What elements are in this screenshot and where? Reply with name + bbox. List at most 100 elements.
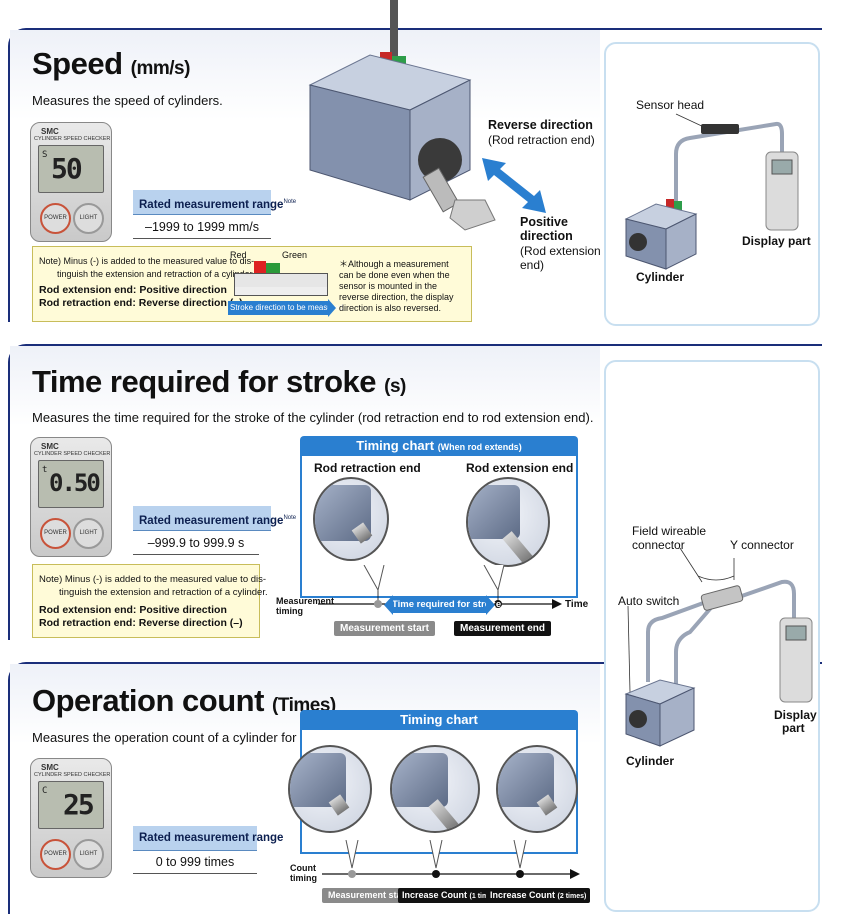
positive-direction-sub-1: (Rod extension: [520, 244, 601, 258]
cylinder-rod-outline: [234, 287, 328, 296]
auto-switch-label: Auto switch: [618, 594, 680, 608]
start-point: [374, 600, 382, 608]
bullet-icon: ＊: [339, 259, 349, 269]
positive-direction-sub-2: end): [520, 258, 545, 272]
stroke-count-setup-illustration: [624, 547, 813, 747]
speed-description: Measures the speed of cylinders.: [32, 93, 223, 108]
sensor-mount-diagram: Red Green Stroke direction to be measure…: [228, 249, 343, 317]
stroke-arrow-head: [328, 299, 336, 317]
cylinder-label: Cylinder: [636, 270, 685, 284]
stroke-title: Time required for stroke (s): [32, 364, 406, 399]
count-start-point: [348, 870, 356, 878]
positive-direction-label-1: Positive: [520, 215, 568, 229]
count-2-point: [516, 870, 524, 878]
speed-range-value: –1999 to 1999 mm/s: [133, 214, 271, 239]
count-timing-chart-header: Timing chart: [300, 710, 578, 730]
lcd-display: S 50: [38, 145, 104, 193]
power-button: POWER: [40, 839, 71, 870]
reverse-direction-sub: (Rod retraction end): [488, 133, 595, 147]
rod-extension-text: Rod extension end: Positive direction: [39, 284, 227, 296]
increase-count-1-tag: Increase Count (1 time): [398, 888, 499, 903]
lcd-display: t 0.50: [38, 460, 104, 508]
arrow-head-right: [486, 595, 495, 615]
time-axis-label: Time: [565, 599, 589, 610]
lcd-mode: C: [42, 786, 48, 796]
speed-checker-device: SMC CYLINDER SPEED CHECKER S 50 POWER LI…: [30, 122, 112, 242]
rod-extension-text: Rod extension end: Positive direction: [39, 604, 227, 616]
speed-band: [10, 30, 600, 120]
lcd-reading: 25: [63, 788, 95, 821]
green-label: Green: [282, 250, 308, 260]
end-point: [494, 600, 502, 608]
arrow-head-left: [384, 595, 393, 615]
lcd-display: C 25: [38, 781, 104, 829]
increase-count-2-tag: Increase Count (2 times): [486, 888, 591, 903]
device-model-label: CYLINDER SPEED CHECKER: [34, 451, 111, 457]
power-button: POWER: [40, 518, 71, 549]
rod-retraction-text: Rod retraction end: Reverse direction (–…: [39, 617, 243, 629]
display-part-label-2: part: [782, 721, 805, 735]
count-range-value: 0 to 999 times: [133, 849, 257, 874]
y-connector-label: Y connector: [730, 538, 794, 552]
speed-cylinder-illustration: [308, 0, 496, 231]
count-cylinder-view-3: [496, 745, 578, 833]
count-title: Operation count (Times): [32, 683, 336, 718]
stroke-section-frame: [8, 344, 822, 640]
rod-retraction-end-label: Rod retraction end: [314, 461, 421, 475]
smc-logo: SMC: [41, 442, 59, 451]
direction-double-arrow: [482, 158, 546, 213]
lcd-reading: 0.50: [49, 469, 101, 497]
sensor-cable: [390, 0, 398, 60]
count-measurement-start-tag: Measurement start: [322, 888, 415, 903]
light-button: LIGHT: [73, 518, 104, 549]
count-cylinder-view-1: [288, 745, 372, 833]
speed-setup-panel: Sensor head Display part Cylinder: [604, 42, 820, 326]
count-range-label: Rated measurement range: [133, 826, 283, 851]
red-label: Red: [230, 250, 247, 260]
display-part-label-1: Display: [774, 708, 817, 722]
measurement-end-tag: Measurement end: [454, 621, 552, 636]
rod-extension-end-label: Rod extension end: [466, 461, 574, 475]
count-description: Measures the operation count of a cylind…: [32, 730, 354, 745]
sensor-green-block: [266, 263, 280, 273]
stroke-checker-device: SMC CYLINDER SPEED CHECKER t 0.50 POWER …: [30, 437, 112, 557]
rod-bushing: [418, 138, 462, 182]
note-bullet: ＊Although a measurement can be done even…: [339, 259, 454, 313]
note-line-1: Note) Minus (-) is added to the measured…: [39, 574, 267, 585]
speed-setup-illustration: [624, 113, 799, 270]
display-part-label: Display part: [742, 234, 811, 248]
count-checker-device: SMC CYLINDER SPEED CHECKER C 25 POWER LI…: [30, 758, 112, 878]
smc-logo: SMC: [41, 127, 59, 136]
speed-range-label: Rated measurement rangeNote: [133, 190, 296, 215]
device-model-label: CYLINDER SPEED CHECKER: [34, 772, 111, 778]
light-button: LIGHT: [73, 203, 104, 234]
stroke-description: Measures the time required for the strok…: [32, 410, 594, 425]
speed-title: Speed (mm/s): [32, 46, 190, 81]
field-wireable-connector-label-1: Field wireable: [632, 524, 707, 538]
lcd-reading: 50: [51, 152, 83, 185]
count-timeline: [322, 840, 580, 879]
speed-note-box: Note) Minus (-) is added to the measured…: [32, 246, 472, 322]
time-required-arrow: Time required for stroke: [392, 597, 501, 613]
extended-cylinder-view: [466, 477, 550, 567]
rod-end-nut: [449, 199, 496, 231]
measurement-start-tag: Measurement start: [334, 621, 435, 636]
reverse-direction-label: Reverse direction: [488, 118, 593, 132]
sensor-red-block: [254, 261, 266, 273]
note-line-2: tinguish the extension and retraction of…: [59, 587, 268, 598]
smc-logo: SMC: [41, 763, 59, 772]
note-line-1: Note) Minus (-) is added to the measured…: [39, 256, 255, 266]
retracted-cylinder-view: [313, 477, 389, 561]
stroke-timing-chart-header: Timing chart (When rod extends): [300, 436, 578, 456]
note-line-2: tinguish the extension and retraction of…: [57, 269, 255, 279]
lcd-mode: S: [42, 150, 48, 160]
cylinder-label: Cylinder: [626, 754, 675, 768]
positive-direction-label-2: direction: [520, 229, 573, 243]
count-cylinder-view-2: [390, 745, 480, 833]
count-1-point: [432, 870, 440, 878]
stroke-note-box: Note) Minus (-) is added to the measured…: [32, 564, 268, 638]
stroke-count-setup-panel: Field wireable connector Y connector Aut…: [604, 360, 820, 912]
stroke-direction-arrow: Stroke direction to be measured: [228, 301, 343, 315]
